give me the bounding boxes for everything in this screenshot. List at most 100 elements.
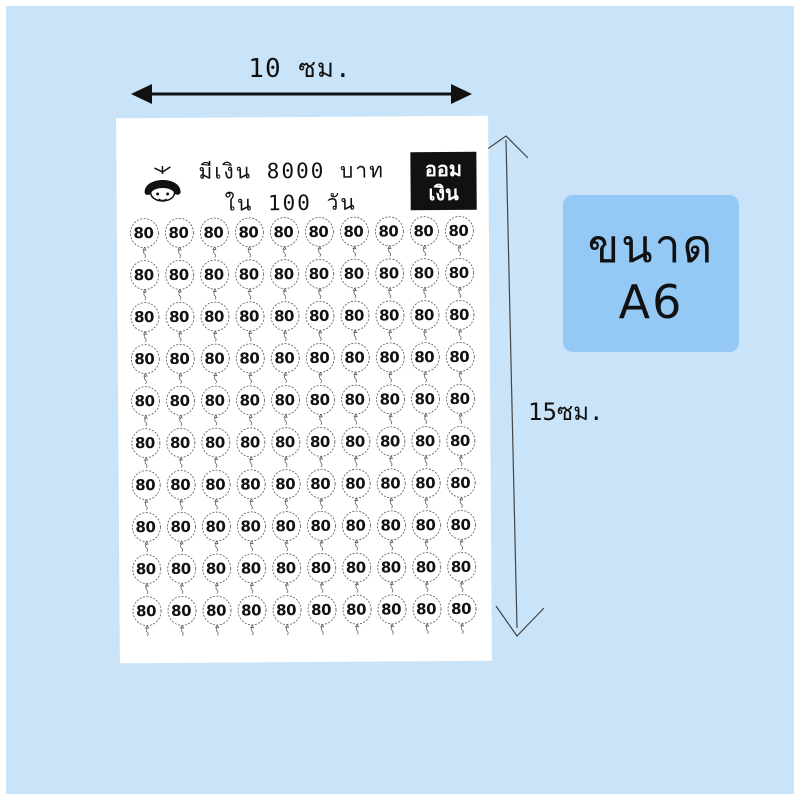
balloon-outline-icon	[271, 427, 301, 468]
balloon-cell: 80	[268, 425, 303, 468]
balloon-value: 80	[413, 222, 434, 241]
balloon-outline-icon	[270, 301, 300, 342]
width-arrow-icon	[131, 84, 472, 104]
balloon-cell: 80	[409, 550, 444, 593]
width-label: 10 ซม.	[248, 54, 352, 84]
balloon-value: 80	[344, 348, 365, 367]
balloon-value: 80	[448, 305, 469, 324]
balloon-cell: 80	[408, 340, 443, 383]
balloon-cell: 80	[442, 214, 477, 257]
height-label: 15ซม.	[528, 398, 604, 426]
balloon-outline-icon	[131, 428, 161, 469]
balloon-outline-icon	[201, 427, 231, 468]
balloon-outline-icon	[307, 510, 336, 551]
balloon-value: 80	[134, 392, 155, 411]
balloon-cell: 80	[409, 508, 444, 551]
balloon-outline-icon	[445, 342, 475, 383]
balloon-cell: 80	[127, 216, 162, 259]
balloon-value: 80	[380, 474, 401, 493]
balloon-value: 80	[135, 560, 156, 579]
balloon-value: 80	[379, 390, 400, 409]
balloon-value: 80	[415, 516, 436, 535]
balloon-outline-icon	[341, 468, 371, 509]
balloon-cell: 80	[338, 425, 373, 467]
balloon-value: 80	[344, 390, 365, 409]
balloon-cell: 80	[232, 257, 267, 300]
balloon-cell: 80	[164, 552, 199, 594]
balloon-outline-icon	[445, 300, 475, 341]
balloon-outline-icon	[411, 468, 441, 509]
balloon-cell: 80	[162, 300, 197, 342]
balloon-cell: 80	[302, 215, 337, 258]
balloon-outline-icon	[130, 218, 159, 259]
balloon-value: 80	[238, 307, 259, 326]
balloon-value: 80	[241, 601, 262, 620]
balloon-outline-icon	[306, 468, 336, 509]
balloon-value: 80	[308, 222, 329, 241]
balloon-value: 80	[308, 306, 329, 325]
balloon-cell: 80	[374, 592, 409, 635]
balloon-outline-icon	[339, 216, 369, 257]
balloon-cell: 80	[163, 384, 198, 426]
balloon-cell: 80	[164, 468, 199, 510]
balloon-value: 80	[448, 263, 469, 282]
balloon-value: 80	[204, 391, 225, 410]
balloon-value: 80	[378, 222, 399, 241]
balloon-cell: 80	[407, 256, 442, 299]
balloon-outline-icon	[410, 342, 440, 383]
balloon-cell: 80	[304, 509, 339, 551]
balloon-outline-icon	[166, 469, 196, 510]
balloon-value: 80	[204, 349, 225, 368]
balloon-outline-icon	[236, 469, 266, 510]
balloon-outline-icon	[131, 470, 161, 511]
balloon-cell: 80	[199, 509, 234, 552]
balloon-cell: 80	[444, 508, 479, 551]
balloon-outline-icon	[447, 594, 477, 635]
balloon-outline-icon	[411, 426, 441, 467]
balloon-outline-icon	[237, 595, 267, 636]
balloon-outline-icon	[342, 594, 372, 635]
balloon-outline-icon	[340, 342, 370, 383]
balloon-outline-icon	[236, 385, 265, 426]
balloon-cell: 80	[267, 215, 302, 258]
balloon-value: 80	[416, 600, 437, 619]
balloon-outline-icon	[376, 426, 406, 467]
balloon-value: 80	[134, 350, 155, 369]
balloon-cell: 80	[339, 467, 374, 509]
balloon-cell: 80	[269, 509, 304, 552]
balloon-outline-icon	[412, 552, 442, 593]
balloon-cell: 80	[303, 425, 338, 467]
balloon-value: 80	[345, 516, 366, 535]
balloon-value: 80	[238, 265, 259, 284]
balloon-value: 80	[169, 349, 190, 368]
balloon-cell: 80	[303, 341, 338, 384]
balloon-outline-icon	[130, 344, 160, 385]
balloon-outline-icon	[235, 343, 265, 384]
balloon-cell: 80	[337, 257, 372, 299]
balloon-cell: 80	[444, 466, 479, 509]
balloon-cell: 80	[372, 256, 407, 299]
balloon-cell: 80	[339, 551, 374, 593]
balloon-outline-icon	[412, 510, 441, 551]
balloon-cell: 80	[372, 298, 407, 341]
balloon-value: 80	[239, 349, 260, 368]
balloon-cell: 80	[302, 257, 337, 300]
balloon-outline-icon	[376, 384, 405, 425]
stamp-line-1: ออม	[424, 156, 463, 182]
balloon-cell: 80	[268, 383, 303, 426]
balloon-cell: 80	[162, 258, 197, 300]
balloon-cell: 80	[374, 508, 409, 551]
balloon-outline-icon	[307, 594, 337, 635]
balloon-outline-icon	[377, 594, 407, 635]
balloon-outline-icon	[271, 385, 300, 426]
balloon-outline-icon	[132, 554, 162, 595]
balloon-cell: 80	[197, 215, 232, 258]
balloon-outline-icon	[447, 510, 476, 551]
balloon-value: 80	[169, 433, 190, 452]
balloon-value: 80	[275, 517, 296, 536]
balloon-value: 80	[310, 516, 331, 535]
balloon-outline-icon	[444, 216, 474, 257]
balloon-value: 80	[133, 308, 154, 327]
balloon-cell: 80	[442, 298, 477, 341]
